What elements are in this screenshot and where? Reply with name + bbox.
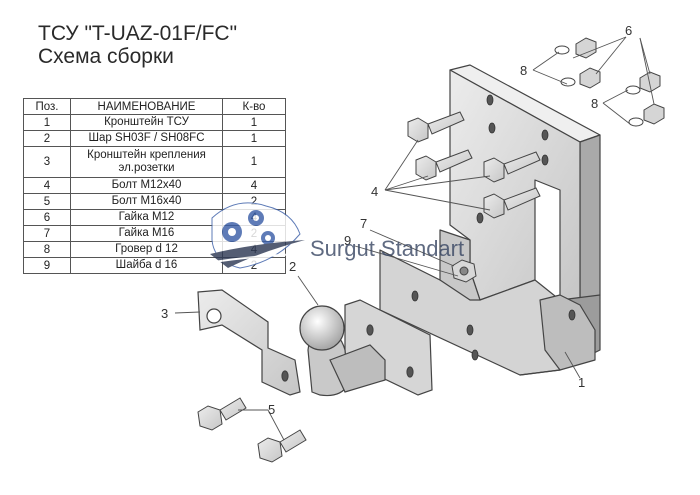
callout-9: 9 [344,233,351,248]
callout-6: 6 [625,23,632,38]
nut-washer-set-1 [554,37,597,59]
watermark-logo [210,202,305,269]
callout-3: 3 [161,306,168,321]
row-pos: 9 [23,257,71,274]
callout-1: 1 [578,375,585,390]
bolt-m12-4 [483,187,541,219]
main-bracket [379,64,601,376]
callout-labels: 1 2 3 4 5 6 7 8 8 9 [161,23,632,417]
bolt-m12-1 [407,111,465,143]
bolt-m12-2 [415,149,473,181]
nut-washer-set-3 [625,71,661,95]
nut-washer-set-2 [560,67,601,89]
callout-7: 7 [360,216,367,231]
bolt-m16-2 [257,429,307,463]
callout-8b: 8 [591,96,598,111]
tow-ball-assembly [299,299,433,397]
leader-lines [174,36,655,441]
diagram-title: ТСУ "T-UAZ-01F/FC" [38,22,238,45]
row-qty: 4 [222,177,286,194]
bolts-m12 [407,111,541,219]
parts-table: Поз. НАИМЕНОВАНИЕ К-во 1 Кронштейн ТСУ 1… [23,98,286,274]
diagram-title-block: ТСУ "T-UAZ-01F/FC" Схема сборки [38,22,237,68]
col-header-name: НАИМЕНОВАНИЕ [70,98,223,115]
callout-8a: 8 [520,63,527,78]
bolt-m16-1 [197,397,247,431]
diagram-subtitle: Схема сборки [38,45,174,68]
nut-washer-set-4 [628,103,665,127]
callout-4: 4 [371,184,378,199]
callout-2: 2 [289,259,296,274]
bracket-holes [411,94,576,361]
row-name: Шайба d 16 [70,257,223,274]
bolts-m16 [197,397,307,463]
table-row: 3 Кронштейн крепления эл.розетки 1 [23,146,286,178]
row-qty: 1 [222,146,286,178]
callout-5: 5 [268,402,275,417]
nuts-m12-and-washers [554,37,665,127]
row-name: Кронштейн крепления эл.розетки [70,146,223,178]
watermark-text: Surgut Standart [310,236,464,261]
socket-bracket [197,289,301,396]
table-row: 2 Шар SH03F / SH08FC 1 [23,130,286,147]
nut-m16 [451,259,477,283]
surgut-standart-watermark: Surgut Standart [210,202,464,269]
